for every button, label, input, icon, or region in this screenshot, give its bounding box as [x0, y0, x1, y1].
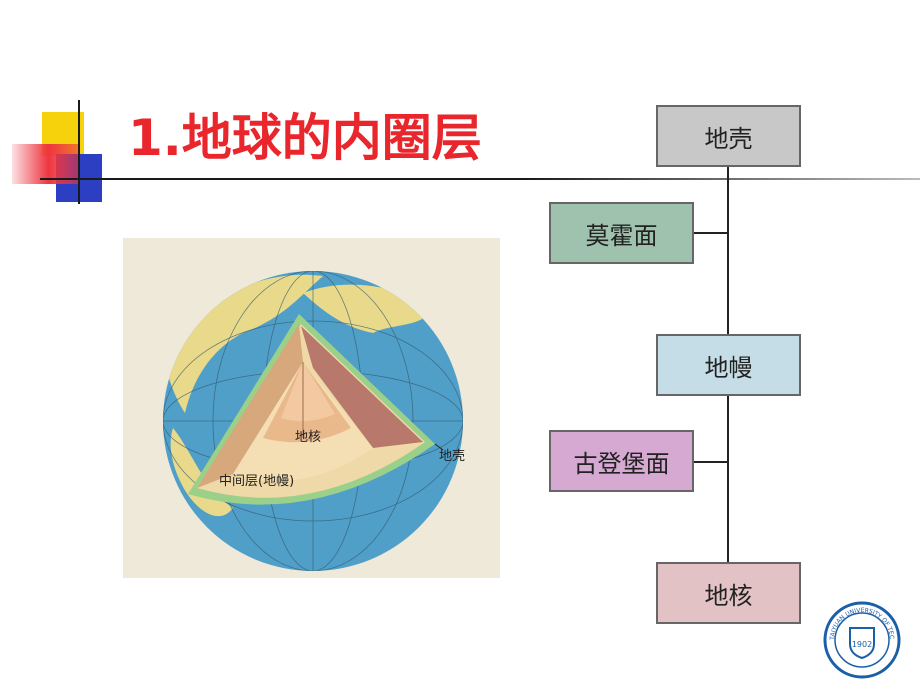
connector-moho [692, 232, 728, 234]
layer-mantle-box: 地幔 [656, 334, 801, 396]
decor-red-square [12, 144, 78, 184]
earth-cutaway-figure: 地核 中间层(地幔) 地壳 [123, 238, 500, 578]
label-crust: 地壳 [439, 449, 466, 464]
university-logo: TAIYUAN UNIVERSITY OF TECHNOLOGY 1902 [822, 600, 901, 679]
boundary-moho-box: 莫霍面 [549, 202, 694, 264]
slide-title: 1.地球的内圈层 [128, 109, 482, 167]
logo-text: TAIYUAN UNIVERSITY OF TECHNOLOGY [822, 600, 895, 641]
inner-core [281, 362, 335, 422]
layer-core-box: 地核 [656, 562, 801, 624]
connector-gutenberg [692, 461, 728, 463]
layer-crust-box: 地壳 [656, 105, 801, 167]
title-underline [40, 178, 920, 180]
label-core: 地核 [295, 430, 322, 445]
logo-year: 1902 [852, 640, 872, 649]
label-mantle: 中间层(地幔) [219, 474, 295, 489]
decor-vertical-line [78, 100, 80, 204]
boundary-gutenberg-box: 古登堡面 [549, 430, 694, 492]
svg-text:TAIYUAN UNIVERSITY OF TECHNOLO: TAIYUAN UNIVERSITY OF TECHNOLOGY [822, 600, 895, 641]
earth-cutaway-drawing [163, 271, 463, 571]
